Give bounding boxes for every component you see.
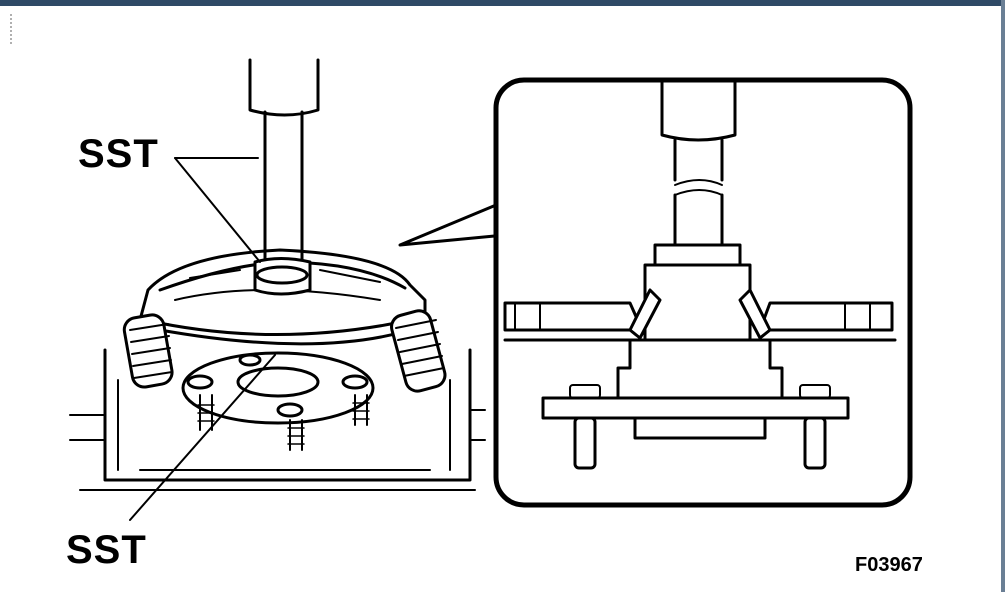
press-base — [69, 348, 486, 491]
window-top-bar — [0, 0, 1005, 6]
sst-label-bottom: SST — [66, 528, 147, 572]
leader-lines — [129, 157, 276, 521]
window-right-edge — [1001, 0, 1005, 592]
right-spring-bolt — [390, 309, 447, 393]
hub-flange — [181, 351, 375, 451]
left-spring-bolt — [122, 313, 174, 389]
detail-inset — [493, 77, 913, 508]
main-view — [69, 58, 486, 521]
corner-marker — [10, 14, 14, 44]
figure-code: F03967 — [855, 554, 923, 576]
press-ram — [248, 58, 320, 296]
sst-label-top: SST — [78, 132, 159, 176]
